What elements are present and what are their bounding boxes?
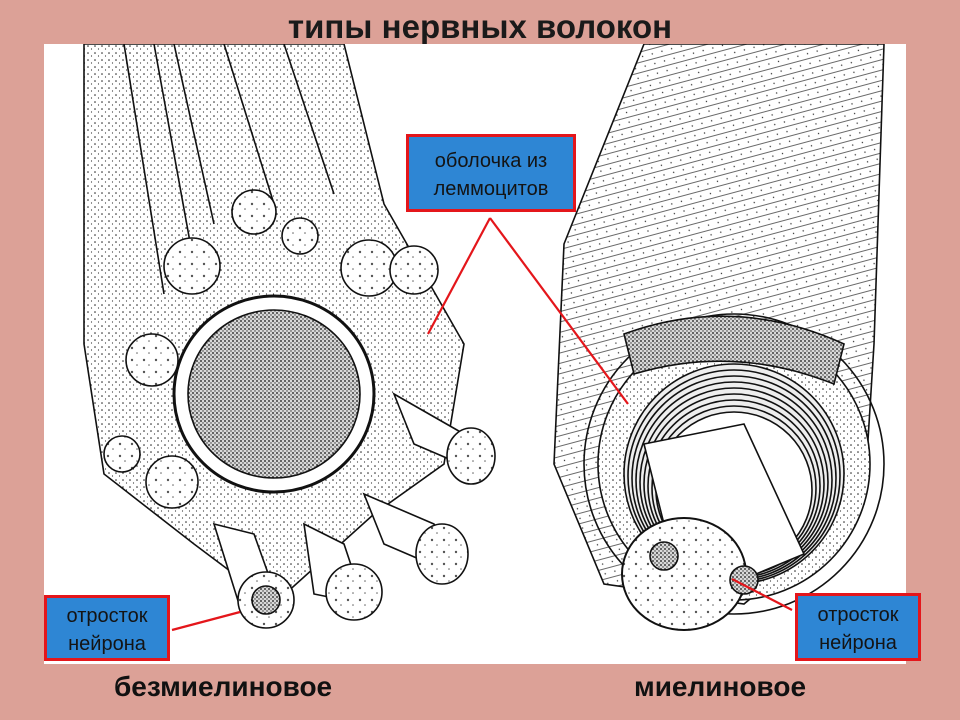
callout-axon-left-line1: отросток (66, 605, 148, 627)
label-unmyelinated: безмиелиновое (114, 671, 333, 702)
callout-axon-left: отросток нейрона (44, 595, 170, 661)
callout-axon-left-line2: нейрона (68, 633, 146, 655)
callout-axon-right-line1: отросток (817, 604, 899, 626)
callout-sheath: оболочка из леммоцитов (406, 134, 576, 212)
callout-axon-right-line2: нейрона (819, 632, 897, 654)
pointer-lines (171, 217, 793, 632)
slide-title: типы нервных волокон (287, 8, 673, 45)
myelinated-fiber-drawing (553, 44, 885, 631)
label-myelinated: миелиновое (634, 671, 807, 702)
callout-sheath-line2: леммоцитов (433, 178, 549, 200)
callout-axon-right: отросток нейрона (795, 593, 921, 661)
unmyelinated-fiber-drawing (83, 44, 496, 629)
callout-sheath-line1: оболочка из (434, 150, 548, 172)
